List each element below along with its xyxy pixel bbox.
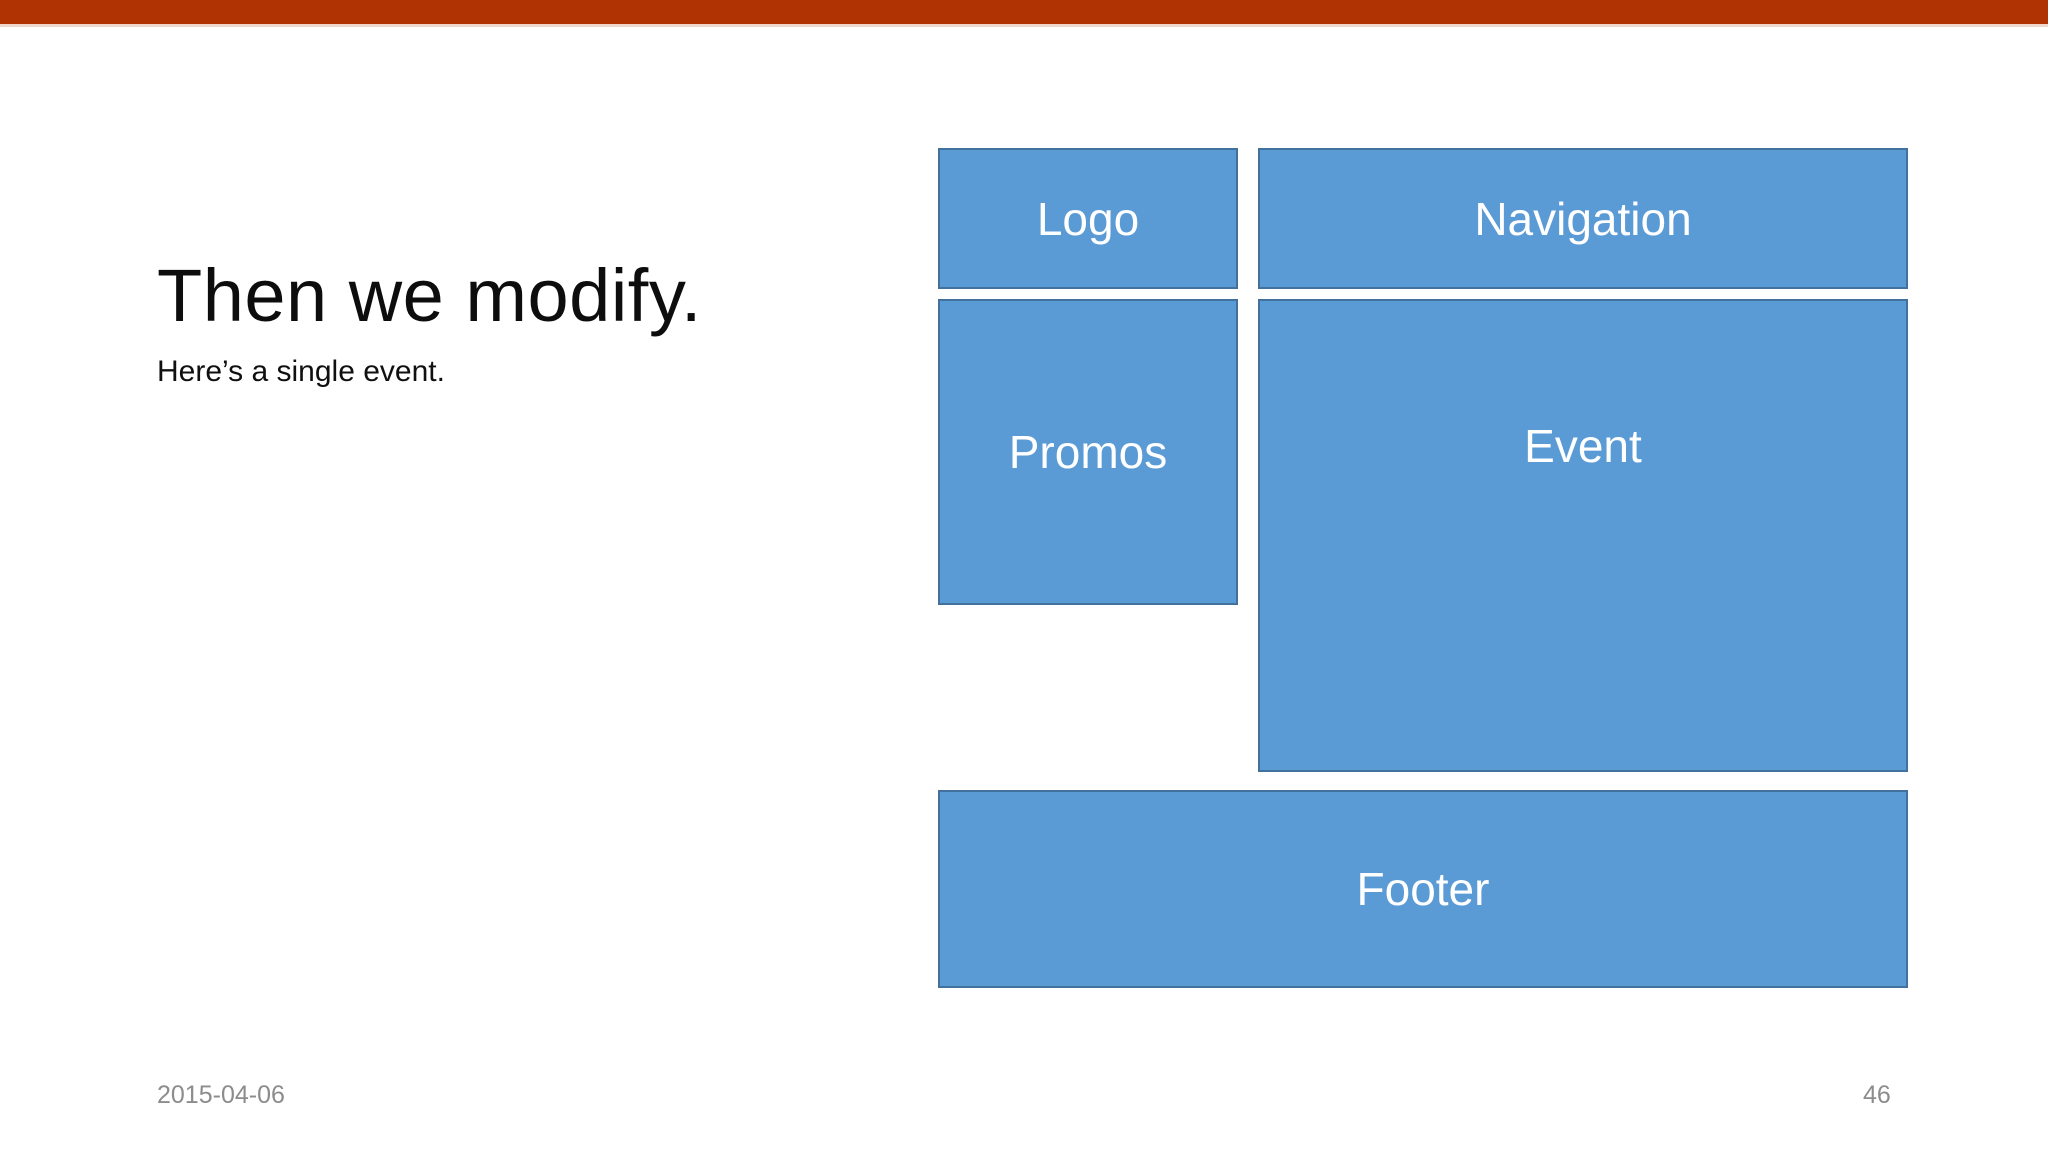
top-accent-bar — [0, 0, 2048, 24]
page-title: Then we modify. — [157, 254, 702, 337]
slide-number: 46 — [1863, 1081, 1891, 1109]
slide-date: 2015-04-06 — [157, 1081, 285, 1109]
wireframe-box-logo-label: Logo — [1036, 192, 1140, 245]
wireframe-box-promos-label: Promos — [1008, 426, 1168, 478]
top-accent-bar-hairline — [0, 24, 2048, 27]
title-block: Then we modify. Here’s a single event. — [157, 258, 877, 389]
wireframe-box-footer-label: Footer — [1356, 863, 1490, 915]
wireframe-box-event[interactable]: Event — [1258, 299, 1908, 772]
wireframe-box-event-label: Event — [1524, 420, 1642, 472]
wireframe-box-navigation-label: Navigation — [1474, 192, 1692, 245]
page-subtitle: Here’s a single event. — [157, 355, 445, 389]
wireframe-box-footer[interactable]: Footer — [938, 790, 1908, 988]
wireframe-box-logo[interactable]: Logo — [938, 148, 1238, 289]
wireframe-box-navigation[interactable]: Navigation — [1258, 148, 1908, 289]
wireframe-box-promos[interactable]: Promos — [938, 299, 1238, 605]
